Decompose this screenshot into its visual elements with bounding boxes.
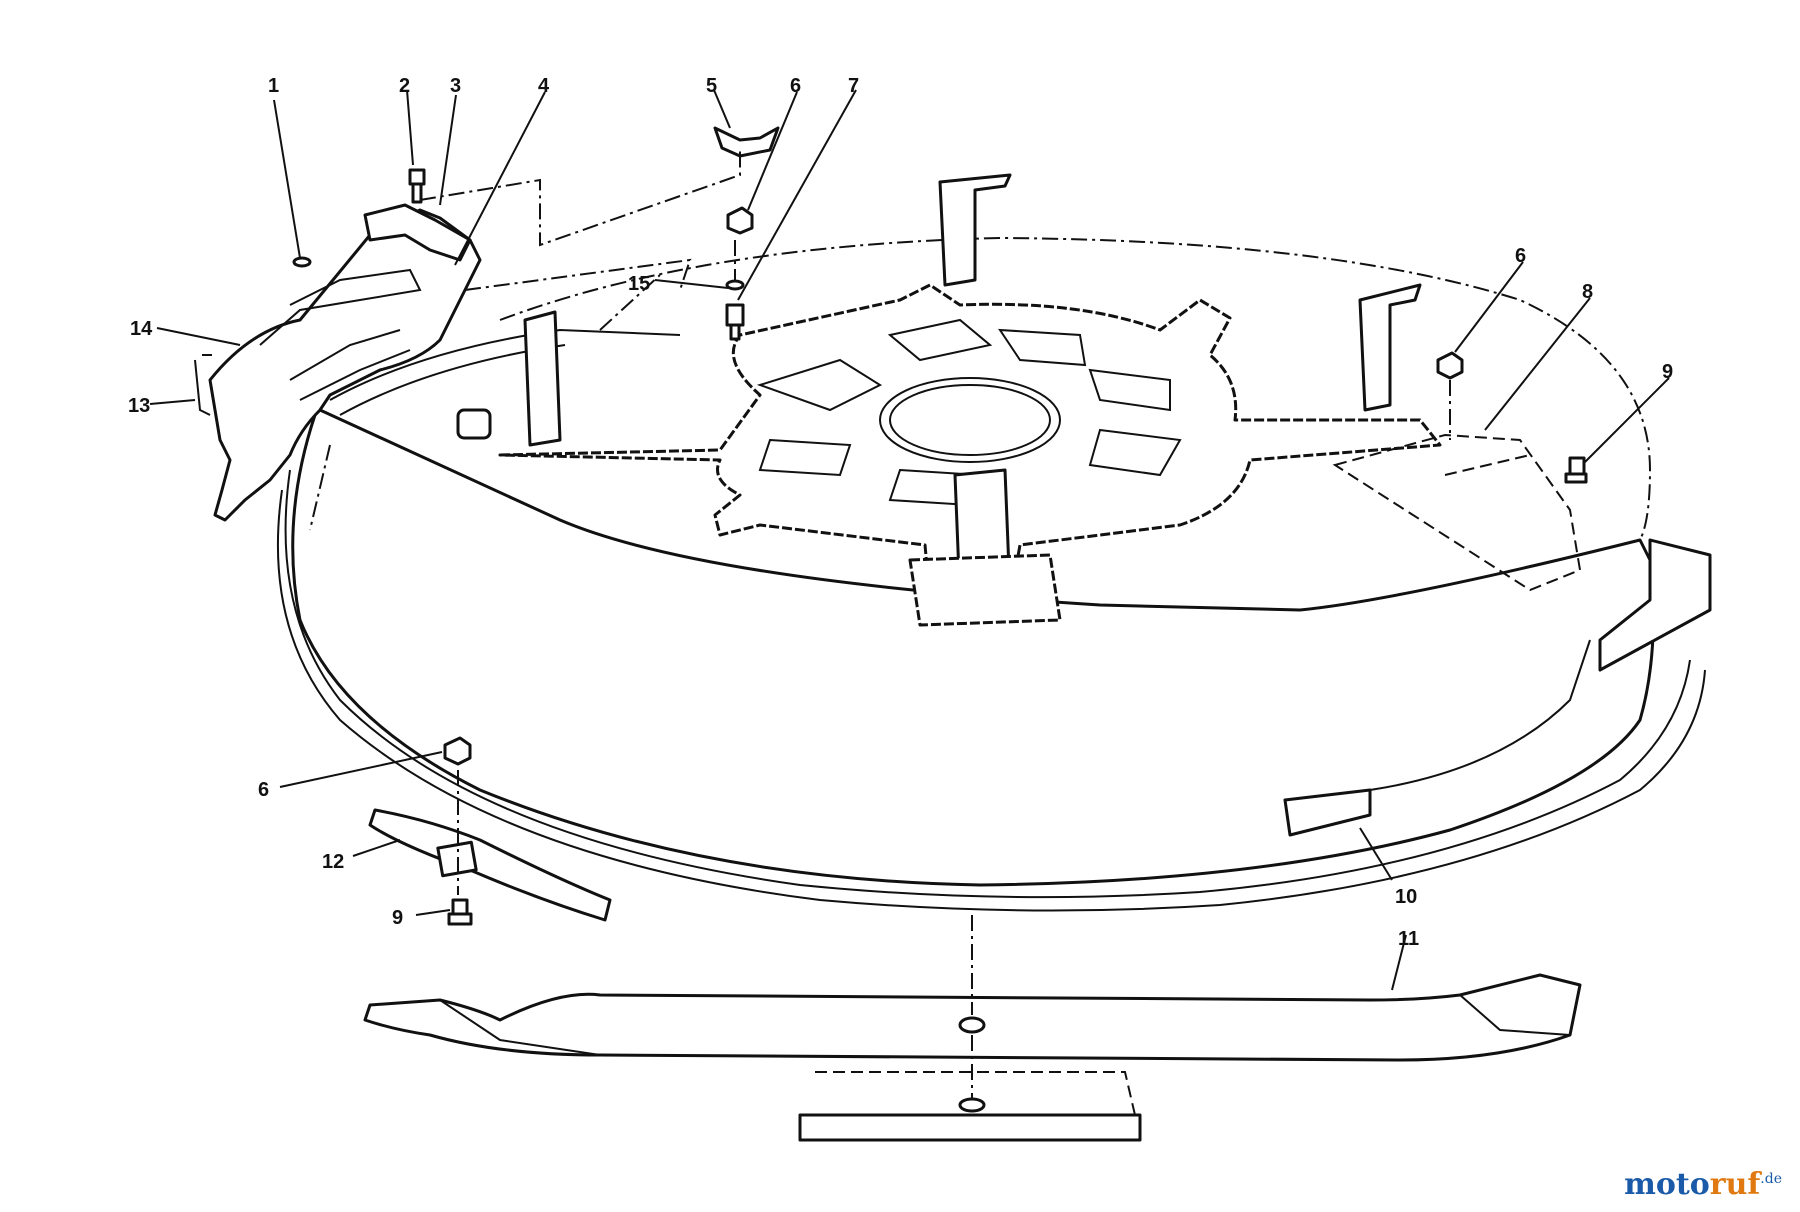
- callout-5: 5: [706, 75, 717, 97]
- callout-14: 14: [130, 318, 153, 340]
- mower-deck-housing: [276, 236, 1706, 912]
- callout-8: 8: [1582, 281, 1593, 303]
- hardware-fasteners: [292, 126, 1588, 926]
- callout-3: 3: [450, 75, 461, 97]
- baffle-outline: [1332, 433, 1582, 592]
- motor-mount-spider: [498, 173, 1442, 627]
- side-guard: [1283, 538, 1712, 837]
- callout-12: 12: [322, 851, 344, 873]
- callout-7: 7: [848, 75, 859, 97]
- callout-2: 2: [399, 75, 410, 97]
- callout-11: 11: [1398, 928, 1419, 950]
- callout-labels: 1 2 3 4 5 6 7 15 6 8 9 14 13 6 12 9 10 1…: [128, 75, 1673, 950]
- callout-10: 10: [1395, 886, 1417, 908]
- callout-15: 15: [628, 273, 650, 295]
- discharge-chute-assembly: [194, 203, 482, 522]
- mower-blade: [363, 973, 1582, 1062]
- callout-6-right: 6: [1515, 245, 1526, 267]
- leader-lines: [149, 89, 1670, 991]
- trim-strip: [368, 808, 612, 922]
- blade-adapter: [798, 1071, 1142, 1142]
- callout-9-right: 9: [1662, 361, 1673, 383]
- assembly-guide-lines: [309, 150, 1451, 895]
- callout-6-top: 6: [790, 75, 801, 97]
- callout-13: 13: [128, 395, 150, 417]
- callout-4: 4: [538, 75, 550, 97]
- callout-9-lower: 9: [392, 907, 403, 929]
- callout-6-lower: 6: [258, 779, 269, 801]
- watermark-logo: motoruf.de: [1624, 1167, 1782, 1202]
- callout-1: 1: [268, 75, 279, 97]
